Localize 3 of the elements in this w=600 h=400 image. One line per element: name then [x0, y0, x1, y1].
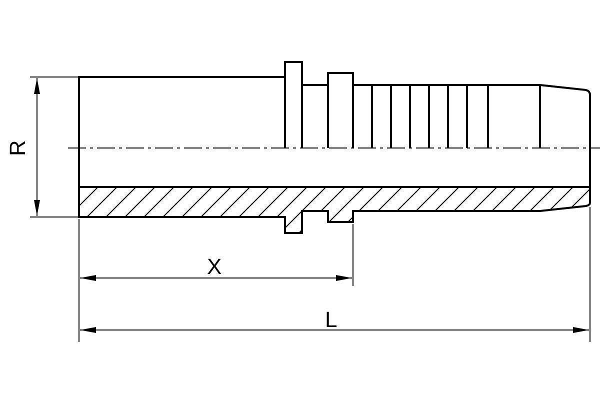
dimension-label: R — [6, 140, 29, 156]
dimension-label: X — [207, 256, 222, 278]
dimension-label: L — [325, 309, 338, 331]
